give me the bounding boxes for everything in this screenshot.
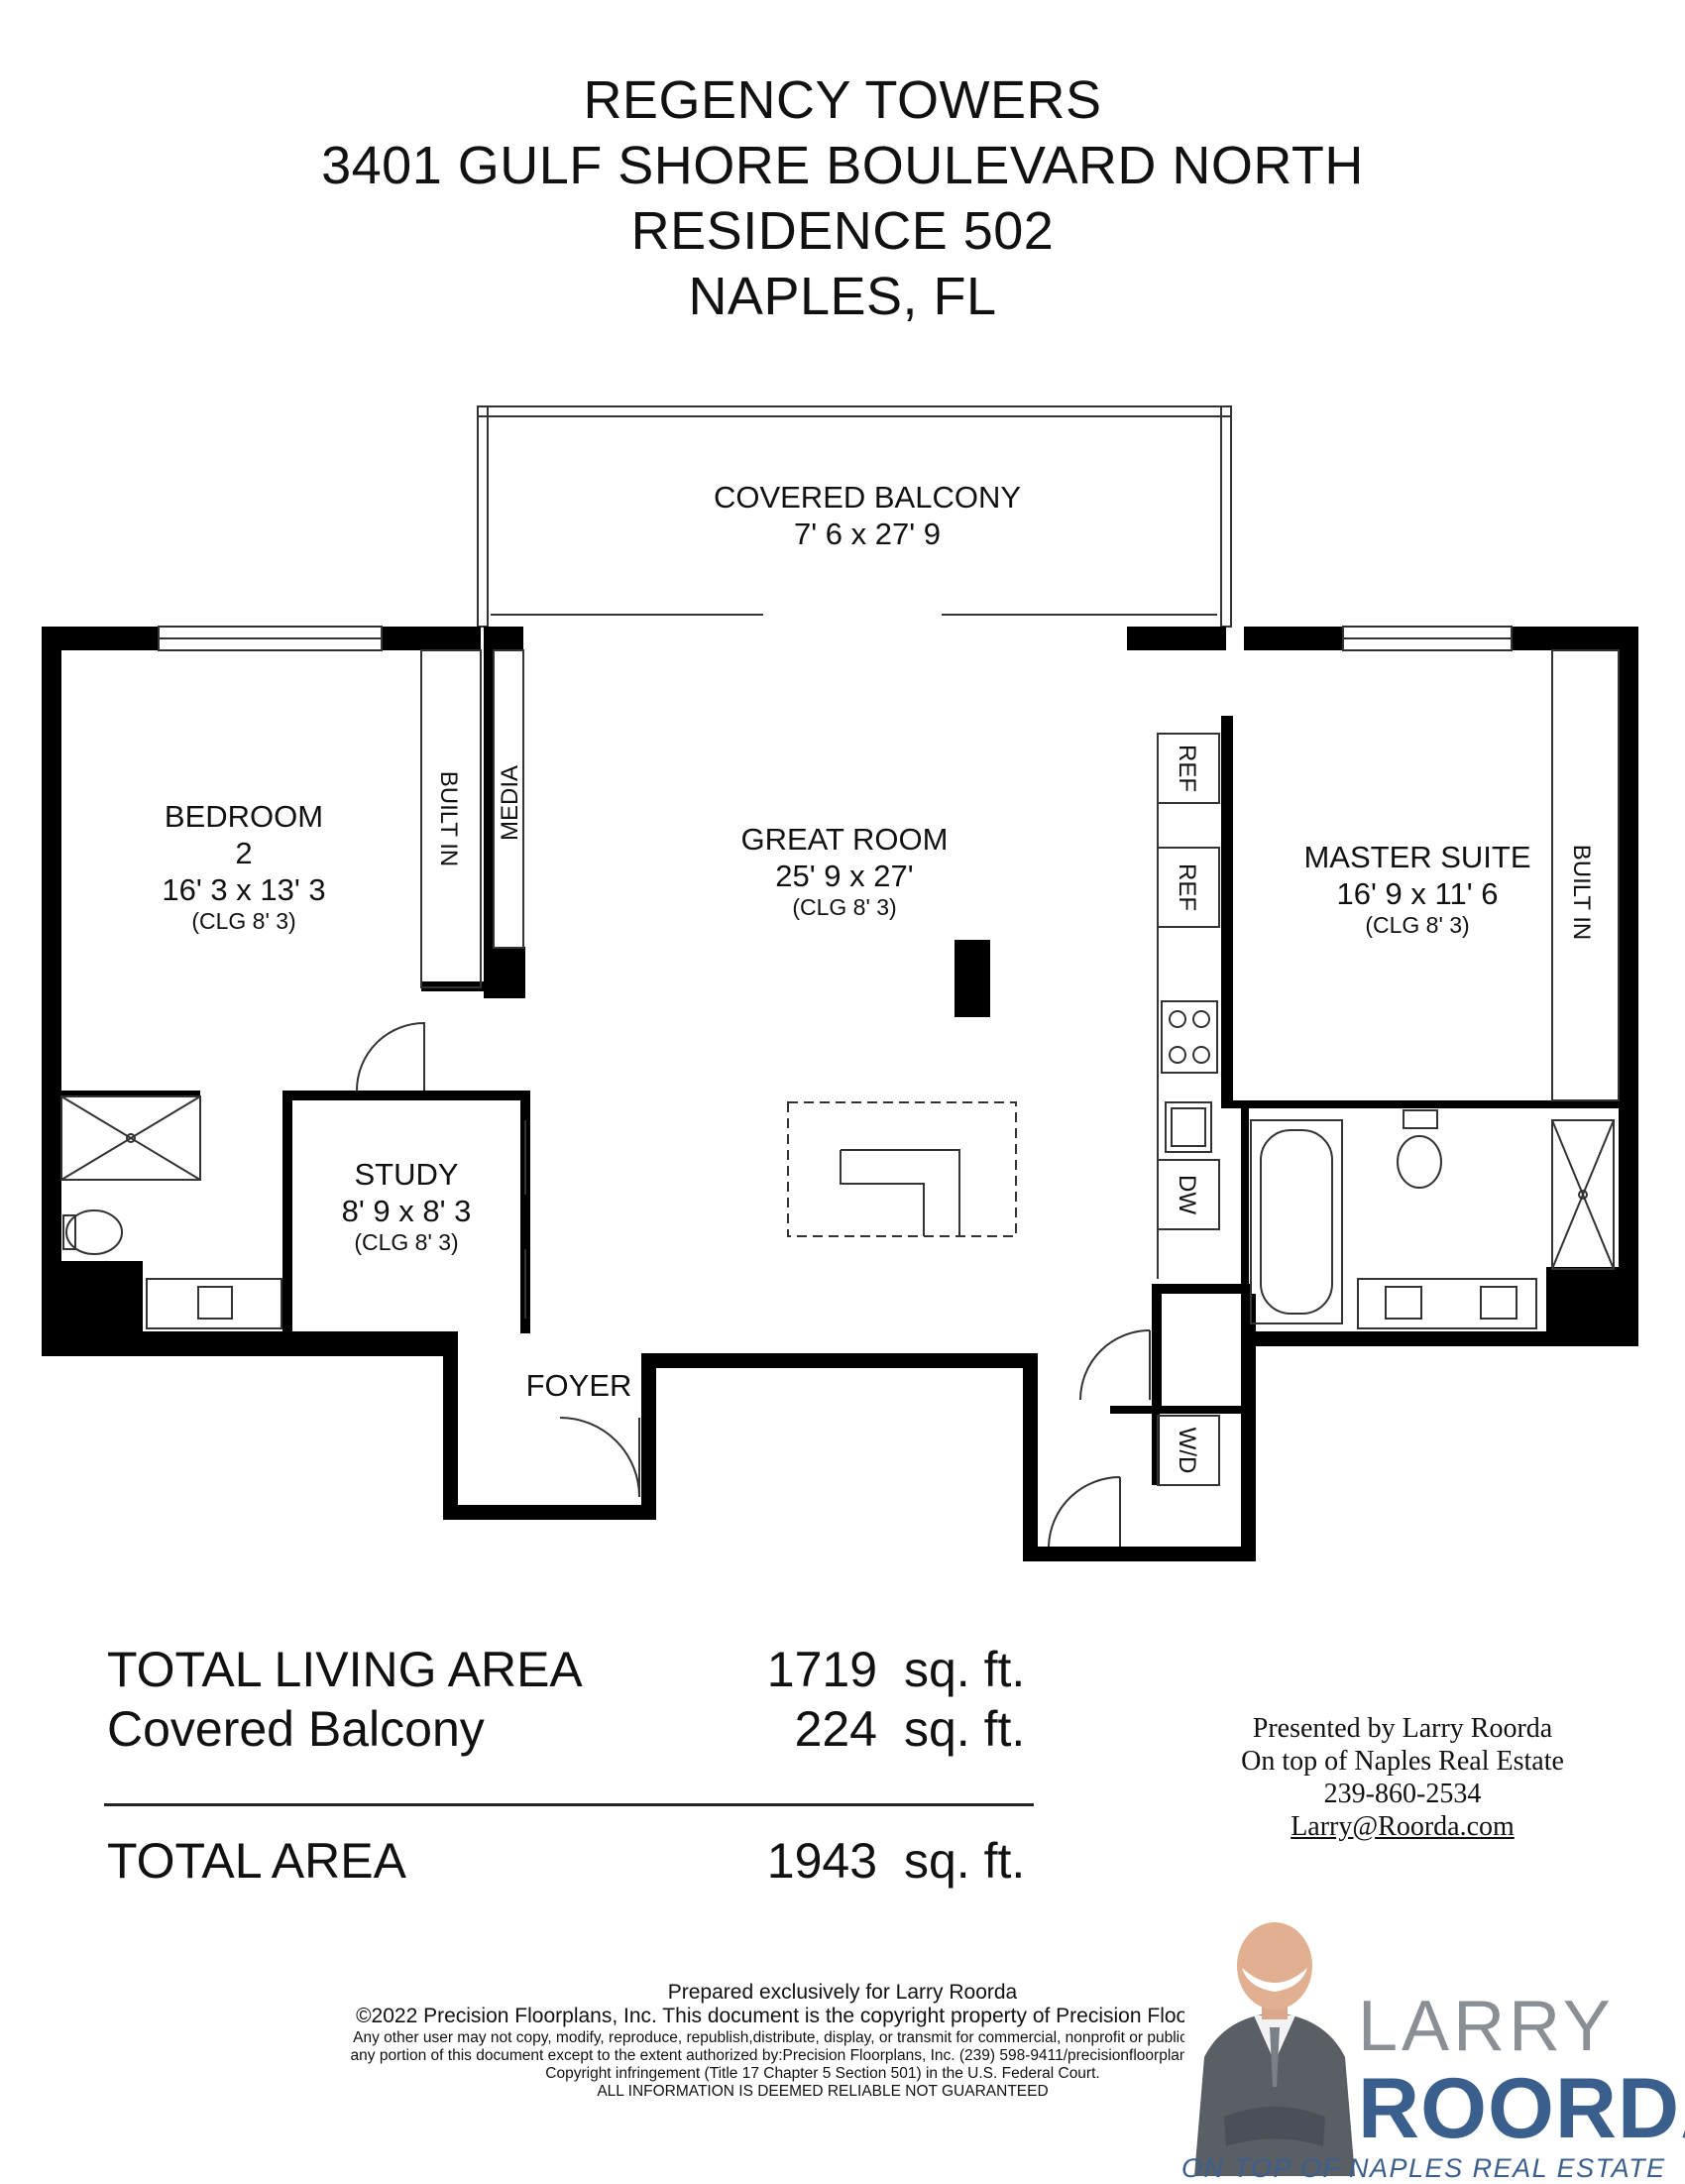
header-line-building: REGENCY TOWERS — [583, 70, 1102, 130]
dw-label: DW — [1174, 1175, 1200, 1214]
built-in-left-label: BUILT IN — [435, 771, 462, 866]
bedroom2-dim: 16' 3 x 13' 3 — [162, 872, 325, 907]
header-line-residence: RESIDENCE 502 — [630, 201, 1055, 261]
exterior-walls — [42, 627, 1638, 1561]
wd-label: W/D — [1174, 1428, 1200, 1474]
ref-label-2: REF — [1174, 863, 1200, 911]
study-name: STUDY — [354, 1157, 458, 1192]
area-unit: sq. ft. — [904, 1833, 1026, 1889]
great-room-clg: (CLG 8' 3) — [792, 894, 896, 920]
footer-copyright: ©2022 Precision Floorplans, Inc. This do… — [356, 2005, 1290, 2027]
great-room-dim: 25' 9 x 27' — [775, 859, 913, 893]
area-label: TOTAL LIVING AREA — [107, 1642, 583, 1697]
presenter-phone: 239-860-2534 — [1323, 1779, 1482, 1809]
built-in-cabinets — [420, 649, 1620, 1486]
footer-prepared: Prepared exclusively for Larry Roorda — [667, 1981, 1018, 2004]
area-label: TOTAL AREA — [107, 1833, 406, 1889]
study-dim: 8' 9 x 8' 3 — [342, 1194, 472, 1228]
presenter-email[interactable]: Larry@Roorda.com — [1291, 1811, 1515, 1842]
balcony-name: COVERED BALCONY — [714, 480, 1021, 515]
master-bath-fixtures — [1250, 1109, 1615, 1329]
great-room-name: GREAT ROOM — [741, 822, 949, 857]
header-line-address: 3401 GULF SHORE BOULEVARD NORTH — [321, 136, 1364, 195]
floor-plan: COVERED BALCONY 7' 6 x 27' 9 BEDROOM 2 1… — [42, 405, 1638, 1561]
foyer-name: FOYER — [526, 1368, 632, 1403]
area-row-living: TOTAL LIVING AREA 1719 sq. ft. — [0, 1641, 1090, 1700]
agent-photo — [1184, 1889, 1365, 2176]
area-label: Covered Balcony — [107, 1701, 485, 1757]
ref-label-1: REF — [1174, 745, 1200, 792]
presenter-company: On top of Naples Real Estate — [1241, 1746, 1564, 1777]
bedroom2-name: BEDROOM — [165, 799, 323, 834]
bedroom2-clg: (CLG 8' 3) — [191, 908, 295, 934]
logo-tagline: ON TOP OF NAPLES REAL ESTATE — [1181, 2153, 1666, 2183]
footer-terms-2: any portion of this document except to t… — [350, 2047, 1295, 2064]
area-row-balcony: Covered Balcony 224 sq. ft. — [0, 1700, 1090, 1760]
presenter-name: Presented by Larry Roorda — [1252, 1713, 1553, 1744]
balcony-dim: 7' 6 x 27' 9 — [794, 517, 941, 551]
balcony-outline — [477, 405, 1232, 628]
area-value: 224 — [794, 1701, 877, 1757]
logo-word-larry: LARRY — [1358, 1987, 1615, 2066]
kitchen-island — [787, 1101, 1017, 1237]
fixture-labels: BUILT IN MEDIA REF REF DW W/D BUILT IN — [435, 745, 1595, 1473]
footer-terms-1: Any other user may not copy, modify, rep… — [353, 2029, 1292, 2046]
master-clg: (CLG 8' 3) — [1365, 912, 1469, 938]
area-unit: sq. ft. — [904, 1701, 1026, 1757]
area-unit: sq. ft. — [904, 1642, 1026, 1697]
media-label: MEDIA — [497, 765, 523, 841]
area-divider — [104, 1803, 1034, 1806]
room-labels: COVERED BALCONY 7' 6 x 27' 9 BEDROOM 2 1… — [162, 480, 1530, 1403]
area-value: 1719 — [766, 1642, 877, 1697]
door-swings — [356, 1021, 1151, 1548]
footer-disclaimer: ALL INFORMATION IS DEEMED RELIABLE NOT G… — [597, 2083, 1049, 2100]
study-clg: (CLG 8' 3) — [354, 1229, 458, 1255]
master-dim: 16' 9 x 11' 6 — [1337, 876, 1499, 911]
interior-walls — [61, 650, 1637, 1485]
bedroom-bath-fixtures — [60, 1095, 282, 1329]
built-in-right-label: BUILT IN — [1568, 845, 1595, 940]
master-name: MASTER SUITE — [1303, 840, 1530, 874]
area-row-total: TOTAL AREA 1943 sq. ft. — [0, 1832, 1090, 1892]
windows — [158, 614, 1513, 651]
area-value: 1943 — [766, 1833, 877, 1889]
header-line-city: NAPLES, FL — [688, 267, 997, 326]
logo-word-roorda: ROORDA — [1358, 2061, 1685, 2156]
bedroom2-number: 2 — [235, 836, 252, 870]
kitchen-sink — [1165, 1101, 1212, 1153]
footer-terms-3: Copyright infringement (Title 17 Chapter… — [545, 2065, 1100, 2082]
cooktop — [1161, 1000, 1218, 1074]
